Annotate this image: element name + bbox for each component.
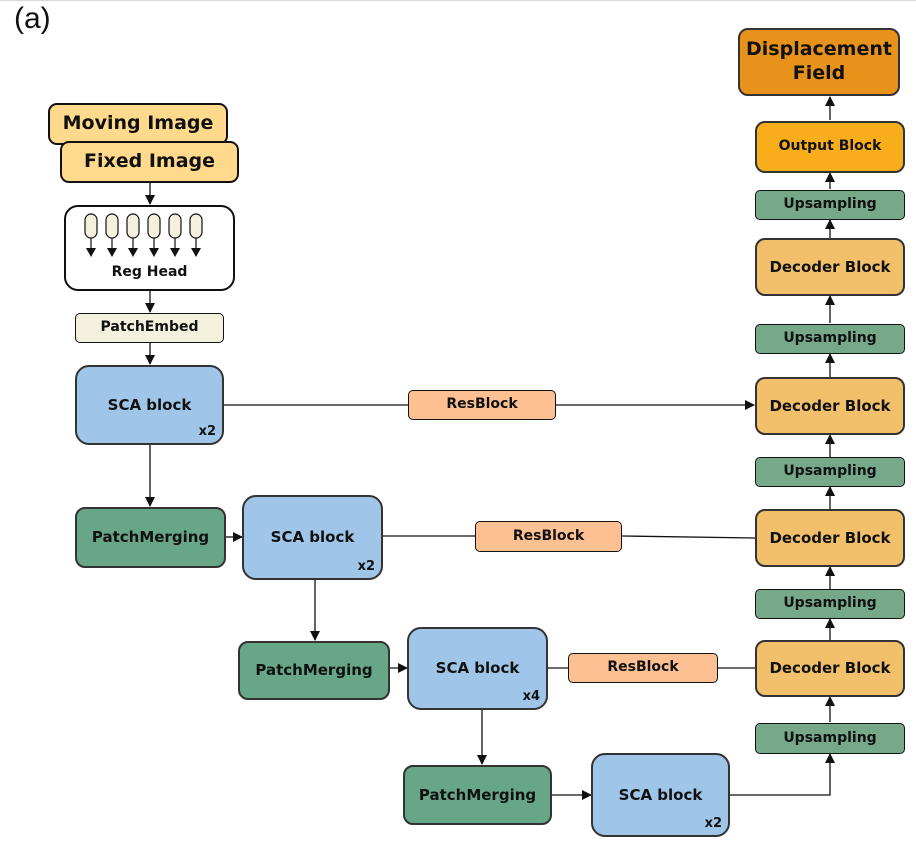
resblock-2: ResBlock	[475, 521, 622, 552]
moving-image-box: Moving Image	[48, 103, 228, 145]
output-block: Output Block	[755, 121, 905, 173]
repeat-count: x4	[522, 688, 540, 704]
displacement-field-box: Displacement Field	[738, 28, 900, 96]
reg-head-kernels-icon	[84, 213, 203, 257]
sca-block-label: SCA block	[618, 785, 703, 804]
resblock-1: ResBlock	[408, 390, 556, 420]
sca-block-1: SCA block x2	[75, 365, 224, 445]
reg-head-label: Reg Head	[111, 263, 188, 280]
sca-block-label: SCA block	[270, 528, 355, 547]
patch-embed-box: PatchEmbed	[75, 313, 224, 343]
fixed-image-box: Fixed Image	[60, 141, 239, 183]
decoder-block-1: Decoder Block	[755, 238, 905, 296]
panel-label: (a)	[14, 2, 51, 35]
upsampling-3: Upsampling	[755, 457, 905, 487]
sca-block-label: SCA block	[435, 659, 520, 678]
resblock-3: ResBlock	[568, 653, 718, 683]
patch-merging-1: PatchMerging	[75, 507, 226, 568]
top-border	[0, 0, 916, 1]
sca-block-4: SCA block x2	[591, 753, 730, 837]
upsampling-5: Upsampling	[755, 723, 905, 754]
patch-merging-3: PatchMerging	[403, 765, 552, 825]
sca-block-2: SCA block x2	[242, 495, 383, 580]
decoder-block-4: Decoder Block	[755, 640, 905, 697]
upsampling-1: Upsampling	[755, 190, 905, 220]
upsampling-2: Upsampling	[755, 324, 905, 354]
repeat-count: x2	[357, 558, 375, 574]
sca-block-3: SCA block x4	[407, 627, 548, 710]
sca-block-label: SCA block	[107, 395, 192, 414]
repeat-count: x2	[198, 423, 216, 439]
reg-head-box: Reg Head	[64, 205, 235, 291]
repeat-count: x2	[704, 815, 722, 831]
decoder-block-2: Decoder Block	[755, 377, 905, 435]
patch-merging-2: PatchMerging	[238, 641, 390, 700]
upsampling-4: Upsampling	[755, 589, 905, 619]
decoder-block-3: Decoder Block	[755, 509, 905, 567]
